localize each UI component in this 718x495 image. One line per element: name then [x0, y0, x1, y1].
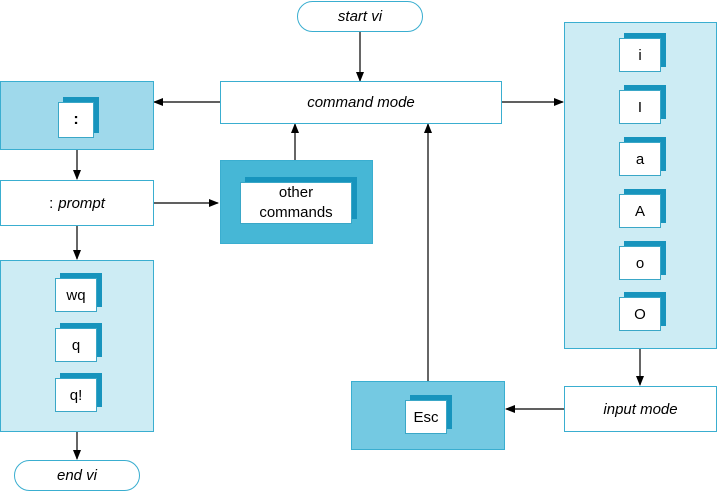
- input-mode-node: input mode: [564, 386, 717, 432]
- insert-key-capital-i: I: [619, 90, 661, 124]
- insert-key-i: i: [619, 38, 661, 72]
- prompt-colon-label: :: [49, 194, 54, 212]
- esc-key: Esc: [405, 400, 447, 434]
- quit-key-wq: wq: [55, 278, 97, 312]
- insert-key-capital-a: A: [619, 194, 661, 228]
- colon-key: :: [58, 102, 94, 138]
- insert-key-capital-o: O: [619, 297, 661, 331]
- prompt-label: prompt: [58, 194, 105, 212]
- quit-key-q-bang: q!: [55, 378, 97, 412]
- end-vi-node: end vi: [14, 460, 140, 491]
- insert-keys-panel: [564, 22, 717, 349]
- prompt-node: :prompt: [0, 180, 154, 226]
- other-commands-line-1: other: [278, 184, 314, 201]
- quit-key-q: q: [55, 328, 97, 362]
- insert-key-a: a: [619, 142, 661, 176]
- command-mode-node: command mode: [220, 81, 502, 124]
- other-commands-key: other commands: [240, 182, 352, 224]
- start-vi-node: start vi: [297, 1, 423, 32]
- other-commands-line-2: commands: [259, 204, 333, 221]
- insert-key-o: o: [619, 246, 661, 280]
